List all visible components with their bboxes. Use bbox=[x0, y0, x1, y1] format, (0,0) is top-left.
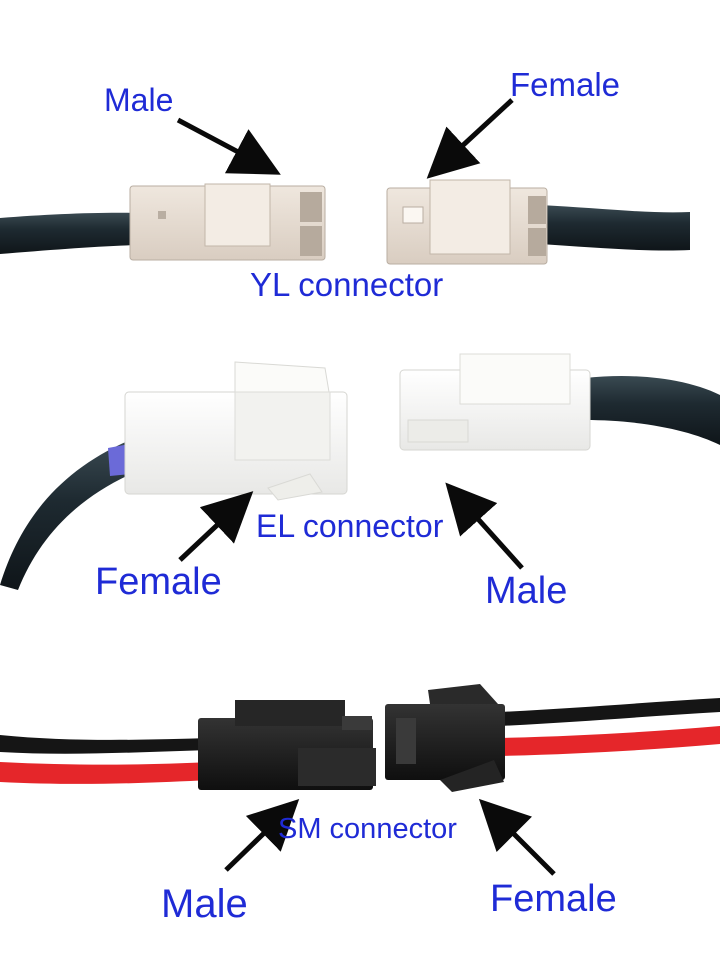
sm-section bbox=[0, 684, 720, 876]
el-male-connector bbox=[399, 353, 591, 451]
yl-section bbox=[0, 98, 690, 265]
yl-right-cable bbox=[540, 205, 690, 251]
sm-female-connector bbox=[385, 684, 505, 792]
el-section bbox=[0, 353, 720, 590]
sm-right-red-wire bbox=[500, 726, 720, 756]
sm-right-black-wire bbox=[500, 698, 720, 726]
el-female-connector bbox=[124, 361, 348, 501]
el-male-label: Male bbox=[485, 570, 568, 612]
yl-male-arrow bbox=[176, 117, 281, 175]
sm-female-arrow bbox=[478, 798, 556, 876]
sm-left-red-wire bbox=[0, 762, 210, 784]
sm-male-label: Male bbox=[161, 882, 248, 926]
yl-female-connector bbox=[386, 179, 548, 265]
el-right-cable bbox=[585, 375, 720, 445]
el-male-arrow bbox=[445, 482, 524, 570]
yl-female-arrow bbox=[426, 98, 514, 179]
yl-left-cable bbox=[0, 212, 140, 254]
el-caption: EL connector bbox=[256, 508, 444, 544]
sm-left-black-wire bbox=[0, 735, 210, 754]
yl-female-label: Female bbox=[510, 66, 621, 103]
sm-caption: SM connector bbox=[278, 813, 457, 845]
yl-caption: YL connector bbox=[250, 266, 444, 303]
sm-male-arrow bbox=[224, 799, 300, 872]
el-left-cable bbox=[0, 440, 140, 590]
el-female-arrow bbox=[178, 491, 254, 562]
sm-female-label: Female bbox=[490, 878, 617, 920]
el-female-label: Female bbox=[95, 561, 222, 603]
sm-male-connector bbox=[198, 700, 376, 790]
yl-male-connector bbox=[129, 183, 326, 261]
yl-male-label: Male bbox=[104, 82, 174, 118]
